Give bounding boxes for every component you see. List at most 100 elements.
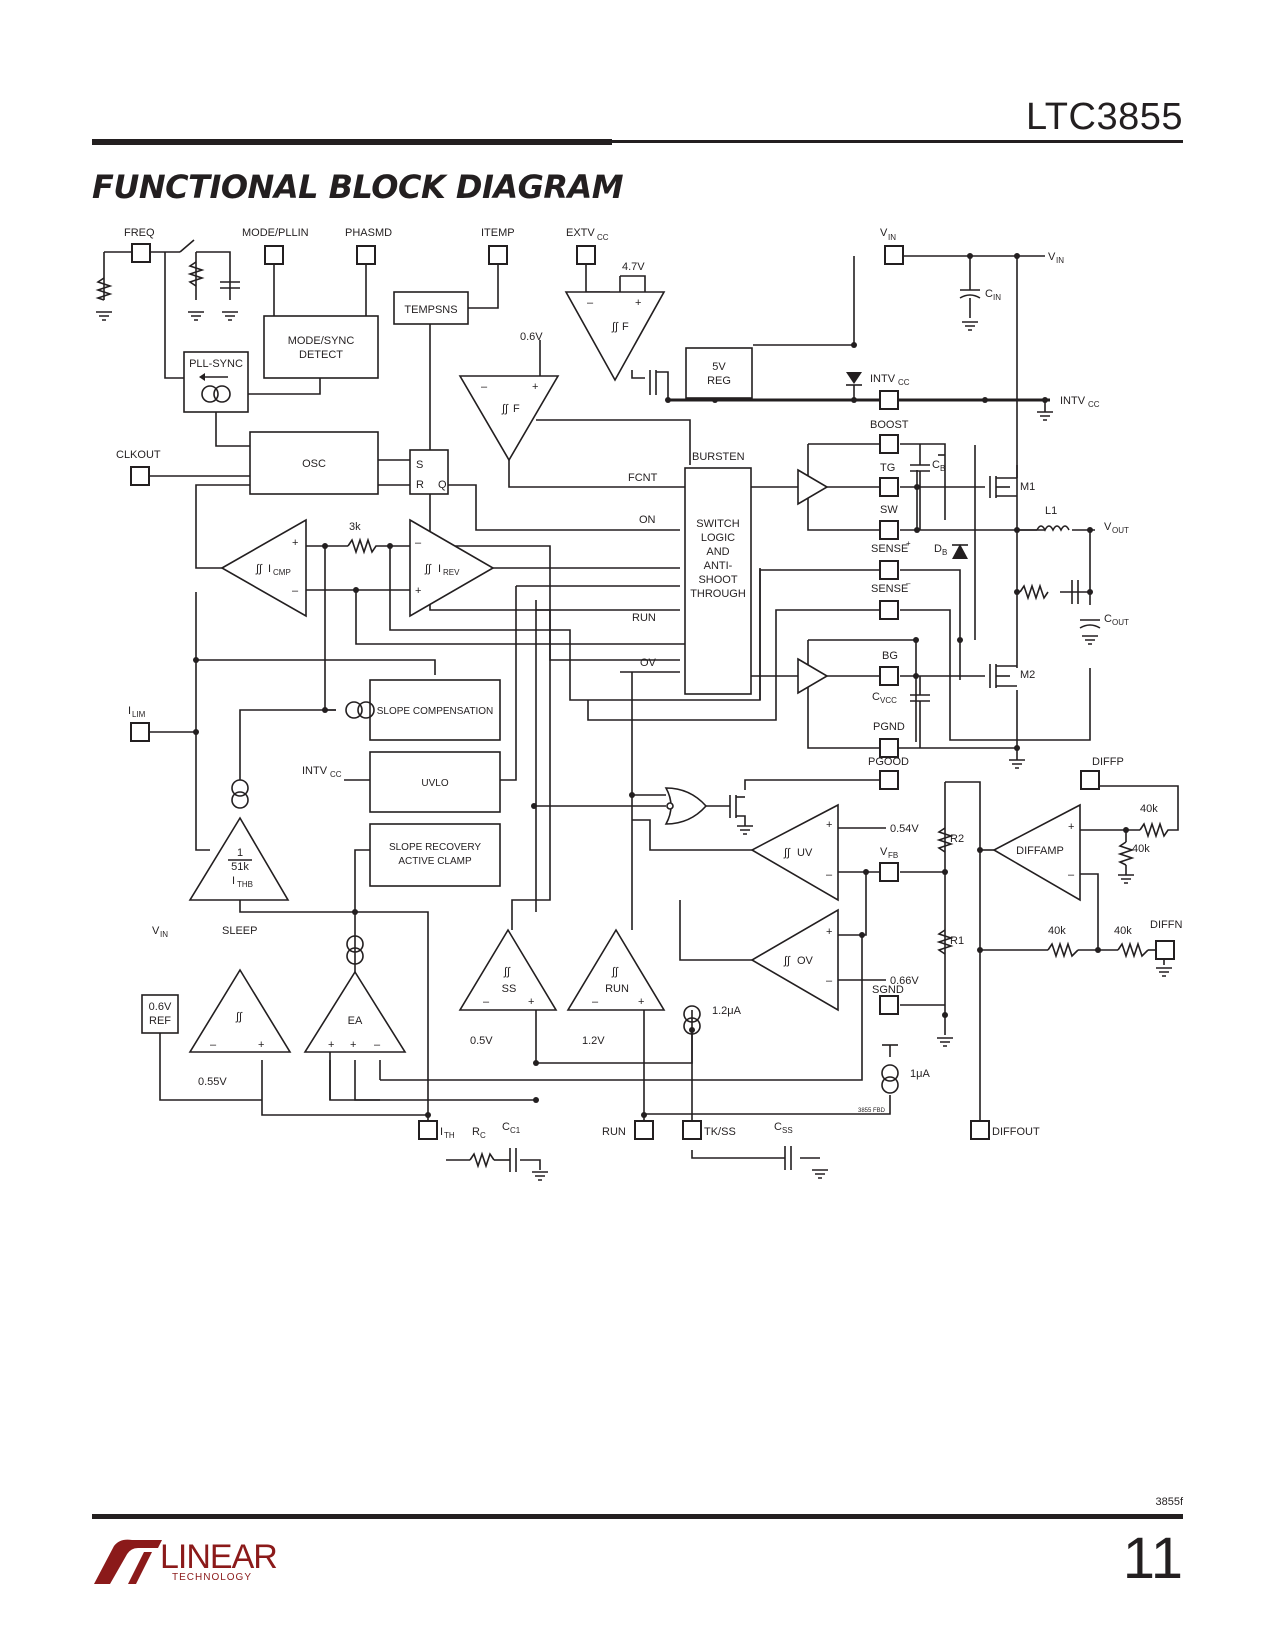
uv-hyst: ∫∫: [783, 847, 791, 859]
label-cvcc: C: [872, 691, 880, 703]
pin-diffn: [1155, 940, 1175, 960]
label-r1: R1: [950, 935, 964, 947]
label-css-sub: SS: [782, 1126, 793, 1135]
extvcc-comparator: [564, 291, 666, 382]
bottom-gate-driver: [797, 657, 829, 695]
uv-minus: –: [826, 869, 833, 881]
switch-logic-3: AND: [706, 546, 729, 558]
label-1-2ua: 1.2μA: [712, 1005, 742, 1017]
osc-label: OSC: [302, 458, 326, 470]
label-diffp: DIFFP: [1092, 756, 1124, 768]
ss-comparator: [458, 928, 558, 1011]
ithb-sub: THB: [237, 880, 253, 889]
icmp-minus: –: [292, 585, 299, 597]
label-bg: BG: [882, 650, 898, 662]
diffamp-minus: –: [1068, 869, 1075, 881]
label-fcnt: FCNT: [628, 472, 658, 484]
label-pgnd: PGND: [873, 721, 905, 733]
mosfet-m2: [989, 664, 1017, 688]
extvcc-cmp-plus: +: [635, 297, 641, 309]
top-gate-driver: [797, 468, 829, 506]
label-fig-code: 3855 FBD: [858, 1108, 886, 1114]
ref-label-1: 0.6V: [149, 1001, 172, 1013]
reg-label-1: 5V: [712, 361, 726, 373]
pin-clkout: [130, 466, 150, 486]
label-tg: TG: [880, 462, 895, 474]
label-intvcc-uvlo: INTV: [302, 765, 328, 777]
mosfet-m1: [989, 476, 1017, 498]
label-0-5v: 0.5V: [470, 1035, 493, 1047]
label-40k-3: 40k: [1048, 925, 1066, 937]
pll-sync-label: PLL-SYNC: [189, 358, 243, 370]
label-l1: L1: [1045, 505, 1057, 517]
irev-minus: –: [415, 537, 422, 549]
uv-comparator: [750, 803, 839, 902]
label-boost: BOOST: [870, 419, 909, 431]
ref-label-2: REF: [149, 1015, 171, 1027]
icmp-sub: CMP: [273, 568, 291, 577]
irev-comparator: [409, 518, 495, 618]
header-rule: [92, 140, 1183, 143]
pin-intvcc: [879, 390, 899, 410]
uv-plus: +: [826, 819, 832, 831]
irev-sub: REV: [443, 568, 460, 577]
components: [95, 261, 1172, 1181]
run-hyst: ∫∫: [611, 966, 619, 978]
label-sense-plus-sup: +: [906, 539, 911, 548]
label-intvcc-sub: CC: [898, 378, 910, 387]
section-title: FUNCTIONAL BLOCK DIAGRAM: [92, 168, 624, 206]
uvlo-label: UVLO: [421, 778, 448, 789]
label-vin: V: [880, 227, 888, 239]
labels: FREQ MODE/PLLIN PHASMD ITEMP EXTV CC V I…: [116, 227, 1182, 1140]
label-ilim-sub: LIM: [132, 710, 146, 719]
pin-itemp: [488, 245, 508, 265]
burst-comparator: [458, 375, 560, 462]
label-intvcc-out: INTV: [1060, 395, 1086, 407]
diffamp-40k-top: [1139, 821, 1172, 839]
label-diffout: DIFFOUT: [992, 1126, 1040, 1138]
run-comparator: [566, 928, 666, 1011]
slope-comp-label: SLOPE COMPENSATION: [377, 706, 494, 717]
label-intvcc-out-sub: CC: [1088, 400, 1100, 409]
label-mode-pllin: MODE/PLLIN: [242, 227, 309, 239]
run-cmp-label: RUN: [605, 983, 629, 995]
sleep-minus: –: [210, 1039, 217, 1051]
label-pgood: PGOOD: [868, 756, 909, 768]
sr-s: S: [416, 459, 423, 471]
irev-plus: +: [415, 585, 421, 597]
uv-label: UV: [797, 847, 813, 859]
burst-cmp-minus: –: [481, 381, 488, 393]
extvcc-cmp-f: F: [622, 321, 629, 333]
mode-sync-detect-block: [263, 315, 379, 379]
label-extvcc: EXTV: [566, 227, 595, 239]
ithb-den: 51k: [231, 861, 249, 873]
label-diffn: DIFFN: [1150, 919, 1182, 931]
label-r2: R2: [950, 833, 964, 845]
label-sgnd: SGND: [872, 984, 904, 996]
pin-freq: [131, 243, 151, 263]
icmp-i: I: [268, 563, 271, 575]
mode-sync-label-1: MODE/SYNC: [288, 335, 355, 347]
ithb-amp: [188, 816, 290, 901]
label-0-55v: 0.55V: [198, 1076, 227, 1088]
label-itemp: ITEMP: [481, 227, 515, 239]
header-rule-thick: [92, 139, 612, 145]
mode-sync-label-2: DETECT: [299, 349, 343, 361]
switch-logic-4: ANTI-: [704, 560, 733, 572]
ov-comparator: [750, 908, 839, 1012]
rc-resistor: [469, 1151, 495, 1169]
burst-cmp-hyst: ∫∫: [501, 403, 509, 415]
run-plus: +: [638, 996, 644, 1008]
label-1-2v: 1.2V: [582, 1035, 605, 1047]
label-cout: C: [1104, 613, 1112, 625]
label-m2: M2: [1020, 669, 1035, 681]
label-40k-2: 40k: [1132, 843, 1150, 855]
label-40k-4: 40k: [1114, 925, 1132, 937]
burst-cmp-plus: +: [532, 381, 538, 393]
label-cin: C: [985, 288, 993, 300]
page-number: 11: [1122, 1526, 1183, 1591]
diffamp: [992, 803, 1081, 902]
pin-diffp: [1080, 770, 1100, 790]
label-cout-sub: OUT: [1112, 618, 1129, 627]
ref-block: [141, 994, 179, 1034]
